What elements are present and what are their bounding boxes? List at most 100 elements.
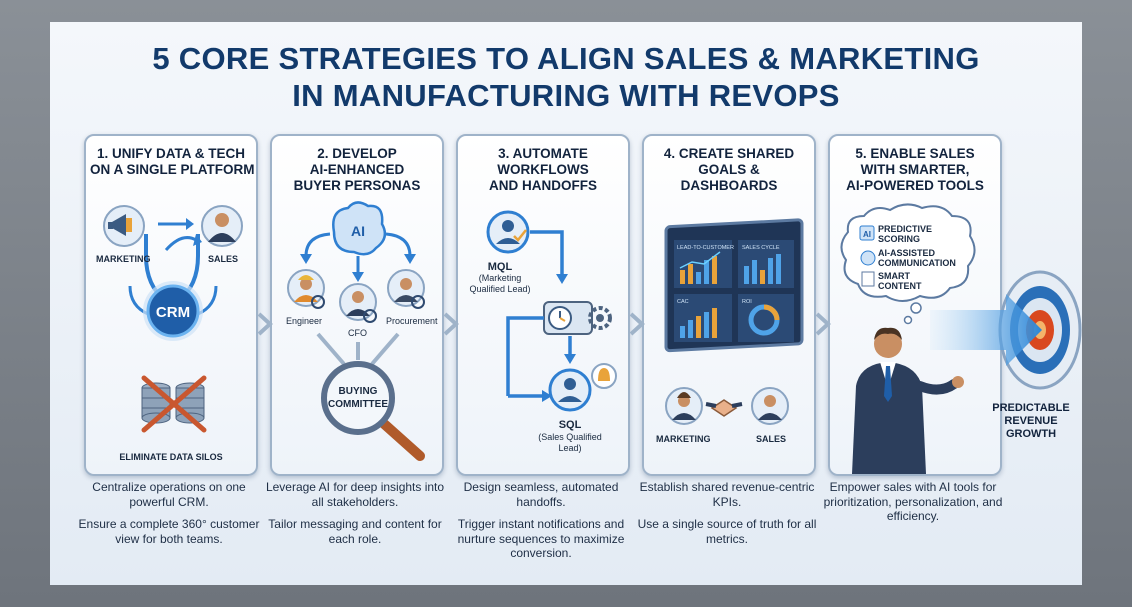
card-5-illustration: AI PREDICTIVE SCORING AI-ASSISTED COMMUN… (840, 203, 976, 474)
engineer-label: Engineer (286, 316, 322, 326)
card-4-illustration: LEAD-TO-CUSTOMER SALES CYCLE CAC ROI (656, 218, 804, 444)
marketing-person-icon (665, 387, 703, 425)
svg-text:BUYING: BUYING (339, 386, 378, 397)
card-2-illustration: AI Engineer CFO (286, 201, 438, 461)
card-2-desc-2: Tailor messaging and content for each ro… (268, 517, 442, 546)
svg-text:LEAD-TO-CUSTOMER: LEAD-TO-CUSTOMER (677, 245, 734, 251)
strategy-card-2: AI Engineer CFO (270, 134, 444, 476)
chevron-right-icon (443, 312, 459, 336)
infographic-canvas: 5 CORE STRATEGIES TO ALIGN SALES & MARKE… (50, 22, 1082, 585)
person-icon (201, 205, 243, 247)
title-line-1: 5 CORE STRATEGIES TO ALIGN SALES & MARKE… (152, 41, 980, 76)
svg-text:SALES CYCLE: SALES CYCLE (742, 245, 780, 251)
svg-text:ROI: ROI (742, 299, 752, 305)
page-title: 5 CORE STRATEGIES TO ALIGN SALES & MARKE… (50, 40, 1082, 114)
strategy-card-5: AI PREDICTIVE SCORING AI-ASSISTED COMMUN… (828, 134, 1002, 476)
svg-text:COMMUNICATION: COMMUNICATION (878, 258, 956, 268)
svg-text:CONTENT: CONTENT (878, 281, 922, 291)
svg-text:AI-ASSISTED: AI-ASSISTED (878, 248, 936, 258)
card-3-description: Design seamless, automated handoffs. Tri… (448, 480, 634, 569)
chevron-right-icon (629, 312, 645, 336)
mql-sub-line-2: Qualified Lead) (469, 284, 530, 294)
chevron-right-icon (257, 312, 273, 336)
svg-text:PREDICTIVE: PREDICTIVE (878, 224, 932, 234)
card-3-title-line-1: 3. AUTOMATE (498, 146, 588, 161)
card-1-sales-label: SALES (208, 254, 238, 264)
card-3-title-line-2: WORKFLOWS (497, 162, 589, 177)
crm-icon: CRM (143, 281, 203, 341)
ai-brain-icon: AI (332, 201, 387, 256)
svg-text:CAC: CAC (677, 299, 689, 305)
clock-icon (543, 301, 593, 335)
card-5-description: Empower sales with AI tools for prioriti… (820, 480, 1006, 532)
bell-icon (591, 363, 617, 389)
target-label-line-3: GROWTH (1005, 428, 1057, 440)
card-5-desc-1: Empower sales with AI tools for prioriti… (823, 480, 1003, 523)
card-4-description: Establish shared revenue-centric KPIs. U… (634, 480, 820, 554)
card-4-title-line-3: DASHBOARDS (680, 178, 778, 193)
strategy-card-1: MARKETING SALES CRM (84, 134, 258, 476)
svg-text:AI: AI (863, 230, 871, 239)
card-1-silos-label: ELIMINATE DATA SILOS (119, 452, 222, 462)
card-1-illustration: MARKETING SALES CRM (96, 205, 243, 462)
card-3-illustration: MQL (Marketing Qualified Lead) (469, 210, 617, 453)
megaphone-icon (103, 205, 145, 247)
dashboard-icon: LEAD-TO-CUSTOMER SALES CYCLE CAC ROI (664, 218, 804, 353)
cfo-persona-icon (339, 283, 377, 321)
card-3-desc-2: Trigger instant notifications and nurtur… (457, 517, 625, 560)
sales-person-icon (751, 387, 789, 425)
target-icon (930, 270, 1082, 390)
svg-text:SMART: SMART (878, 271, 910, 281)
title-line-2: IN MANUFACTURING WITH REVOPS (292, 78, 840, 113)
card-5-title-line-1: 5. ENABLE SALES (855, 146, 975, 161)
card-1-title-line-1: 1. UNIFY DATA & TECH (96, 146, 245, 161)
chevron-right-icon (815, 312, 831, 336)
card-2-title-line-2: AI-ENHANCED (309, 162, 405, 177)
card-4-title-line-1: 4. CREATE SHARED (663, 146, 795, 161)
target-label: PREDICTABLE REVENUE GROWTH (986, 402, 1076, 441)
card-2-title-line-3: BUYER PERSONAS (293, 178, 421, 193)
gear-icon (588, 306, 612, 330)
engineer-persona-icon (287, 269, 325, 307)
svg-text:COMMITTEE: COMMITTEE (328, 399, 388, 410)
card-1-description: Centralize operations on one powerful CR… (76, 480, 262, 554)
card-4-title-line-2: GOALS & (698, 162, 760, 177)
sql-sub-line-2: Lead) (558, 443, 581, 453)
procurement-persona-icon (387, 269, 425, 307)
card-4-title: 4. CREATE SHARED GOALS & DASHBOARDS (648, 146, 810, 194)
salesperson-icon (852, 327, 964, 474)
card-4-desc-2: Use a single source of truth for all met… (637, 517, 817, 546)
card-5-title: 5. ENABLE SALES WITH SMARTER, AI-POWERED… (834, 146, 996, 194)
card-2-title-line-1: 2. DEVELOP (317, 146, 397, 161)
card-4-marketing-label: MARKETING (656, 434, 711, 444)
target-label-line-2: REVENUE (1004, 415, 1058, 427)
cfo-label: CFO (348, 328, 367, 338)
card-5-title-line-3: AI-POWERED TOOLS (846, 178, 984, 193)
card-5-title-line-2: WITH SMARTER, (860, 162, 970, 177)
svg-text:AI: AI (351, 223, 365, 239)
card-2-title: 2. DEVELOP AI-ENHANCED BUYER PERSONAS (276, 146, 438, 194)
svg-text:SCORING: SCORING (878, 234, 920, 244)
card-4-sales-label: SALES (756, 434, 786, 444)
card-1-title-line-2: ON A SINGLE PLATFORM (90, 162, 255, 177)
card-2-description: Leverage AI for deep insights into all s… (262, 480, 448, 554)
mql-label: MQL (488, 261, 513, 273)
card-3-title-line-3: AND HANDOFFS (489, 178, 597, 193)
mql-person-icon (486, 210, 530, 254)
svg-text:CRM: CRM (156, 304, 190, 321)
strategy-card-4: LEAD-TO-CUSTOMER SALES CYCLE CAC ROI (642, 134, 816, 476)
target-label-line-1: PREDICTABLE (992, 402, 1070, 414)
card-2-desc-1: Leverage AI for deep insights into all s… (265, 480, 445, 509)
cross-icon (141, 375, 207, 433)
sql-person-icon (548, 368, 592, 412)
card-1-marketing-label: MARKETING (96, 254, 151, 264)
strategy-card-3: MQL (Marketing Qualified Lead) (456, 134, 630, 476)
card-3-desc-1: Design seamless, automated handoffs. (463, 480, 619, 509)
mql-sub-line-1: (Marketing (479, 273, 522, 283)
procurement-label: Procurement (386, 316, 438, 326)
handshake-icon (705, 399, 743, 417)
sql-sub-line-1: (Sales Qualified (538, 432, 602, 442)
card-1-desc-1: Centralize operations on one powerful CR… (92, 480, 246, 509)
ai-tools-cloud-icon: AI PREDICTIVE SCORING AI-ASSISTED COMMUN… (840, 203, 976, 302)
